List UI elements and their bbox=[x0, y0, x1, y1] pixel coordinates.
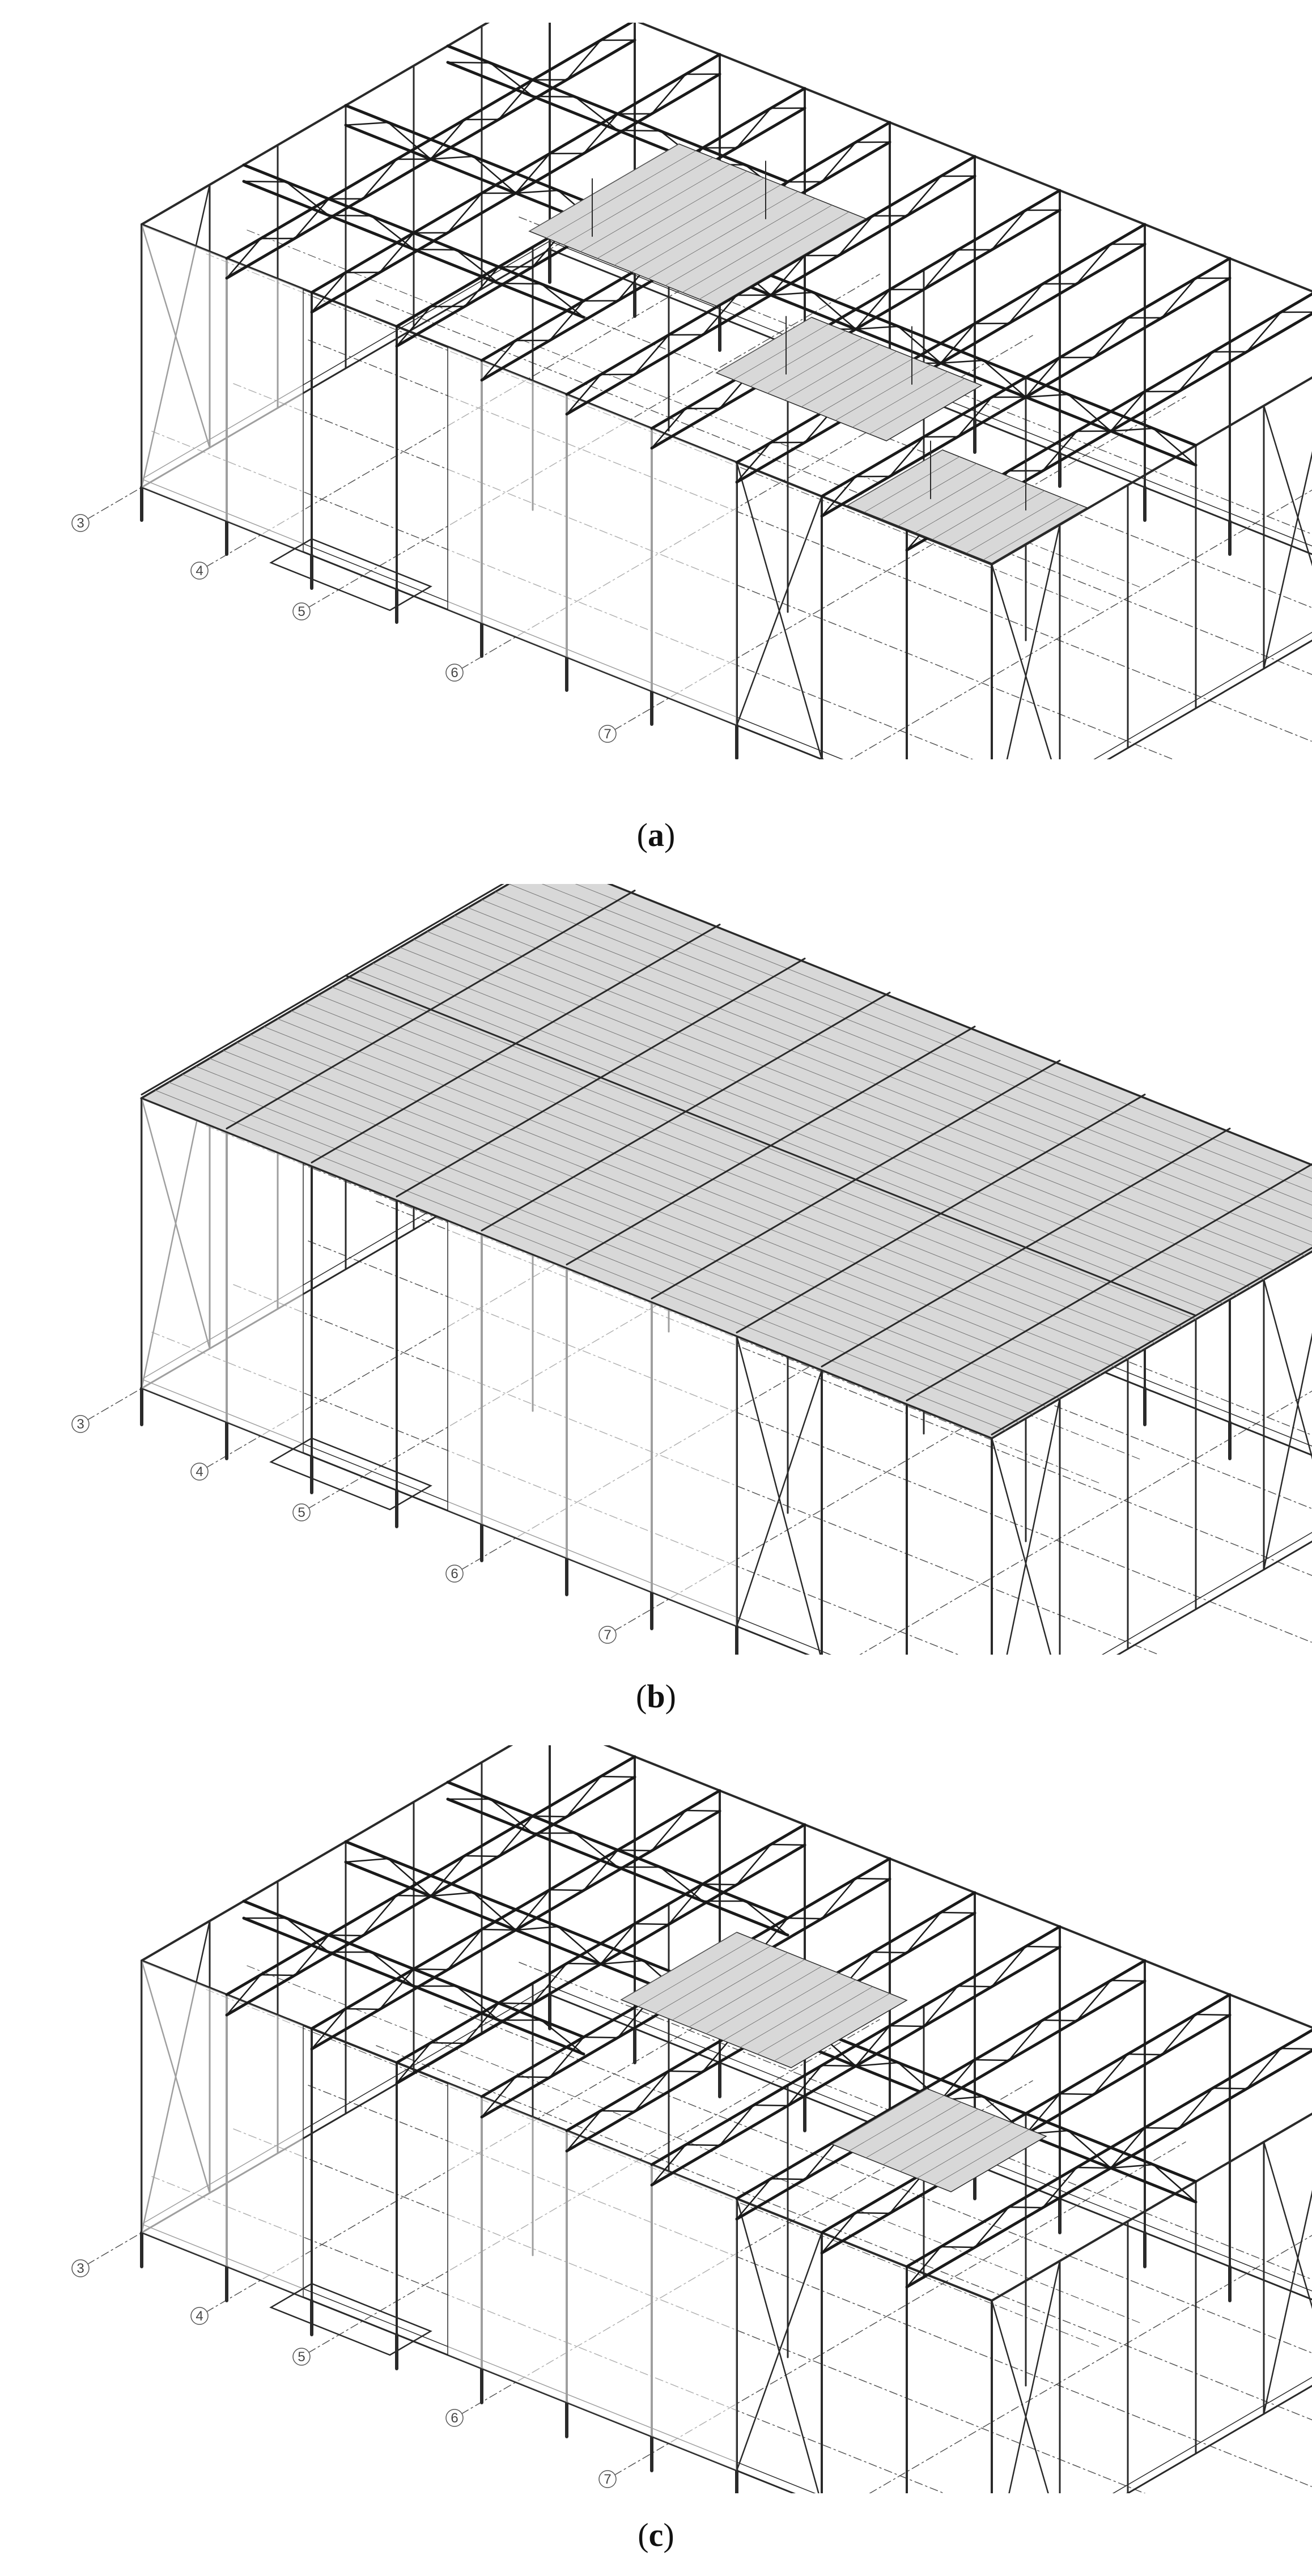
wall-panels-c bbox=[141, 1959, 737, 2472]
isometric-frame-drawing-a: 345678CDEFGH bbox=[71, 23, 1312, 759]
grid-number-label: 5 bbox=[292, 1503, 311, 1521]
grid-number-text: 6 bbox=[451, 2411, 458, 2426]
frame-structure-a: 345678CDEFGH bbox=[71, 23, 1312, 759]
isometric-frame-drawing-b: 345678CDEFGH bbox=[71, 884, 1312, 1655]
grid-number-text: 4 bbox=[196, 2309, 203, 2324]
frame-structure-b: 345678CDEFGH bbox=[71, 884, 1312, 1655]
grid-number-text: 3 bbox=[77, 1417, 84, 1432]
grid-number-text: 6 bbox=[451, 665, 458, 681]
grid-number-text: 7 bbox=[604, 726, 611, 742]
caption-a: (a) bbox=[636, 817, 676, 853]
grid-number-label: 7 bbox=[598, 2470, 617, 2488]
grid-number-text: 3 bbox=[77, 516, 84, 531]
grid-number-text: 7 bbox=[604, 1627, 611, 1643]
grid-labels-a: 345678CDEFGH bbox=[71, 514, 617, 743]
figure-panel-b: 345678CDEFGH (b) bbox=[0, 884, 1312, 1715]
grid-number-label: 7 bbox=[598, 725, 617, 743]
grid-number-label: 4 bbox=[190, 2307, 209, 2325]
grid-number-text: 4 bbox=[196, 1464, 203, 1480]
grid-number-label: 3 bbox=[71, 2259, 90, 2277]
caption-a-letter: a bbox=[648, 817, 664, 853]
grid-number-text: 5 bbox=[298, 2349, 305, 2365]
cross-bracing-c bbox=[141, 1920, 1312, 2493]
grid-number-label: 4 bbox=[190, 562, 209, 580]
grid-number-text: 6 bbox=[451, 1566, 458, 1582]
roof-b bbox=[139, 884, 1312, 1439]
grid-number-text: 5 bbox=[298, 1505, 305, 1520]
caption-c: (c) bbox=[638, 2517, 674, 2553]
frame-structure-c: 345678CDEFGH bbox=[71, 1745, 1312, 2493]
grid-number-label: 5 bbox=[292, 602, 311, 620]
grid-number-label: 7 bbox=[598, 1626, 617, 1644]
isometric-frame-drawing-c: 345678CDEFGH bbox=[71, 1745, 1312, 2493]
grid-number-text: 4 bbox=[196, 563, 203, 579]
figure-panel-a: 345678CDEFGH (a) bbox=[0, 23, 1312, 853]
grid-number-text: 5 bbox=[298, 604, 305, 619]
roof-c bbox=[225, 1755, 1312, 2289]
grid-number-label: 6 bbox=[445, 1565, 464, 1583]
wall-panels-b bbox=[141, 1097, 737, 1627]
grid-number-text: 7 bbox=[604, 2472, 611, 2487]
grid-number-label: 6 bbox=[445, 664, 464, 682]
grid-number-label: 4 bbox=[190, 1463, 209, 1481]
grid-labels-b: 345678CDEFGH bbox=[71, 1415, 617, 1644]
grid-number-label: 3 bbox=[71, 514, 90, 532]
caption-c-letter: c bbox=[648, 2517, 664, 2553]
grid-number-label: 5 bbox=[292, 2348, 311, 2366]
grid-number-label: 6 bbox=[445, 2409, 464, 2427]
grid-number-text: 3 bbox=[77, 2261, 84, 2276]
grid-number-label: 3 bbox=[71, 1415, 90, 1433]
caption-b: (b) bbox=[636, 1678, 676, 1715]
wall-panels-a bbox=[141, 223, 737, 726]
figure-panel-c: 345678CDEFGH (c) bbox=[0, 1745, 1312, 2553]
caption-b-letter: b bbox=[647, 1678, 665, 1715]
roof-a bbox=[225, 23, 1312, 564]
grid-labels-c: 345678CDEFGH bbox=[71, 2259, 617, 2488]
